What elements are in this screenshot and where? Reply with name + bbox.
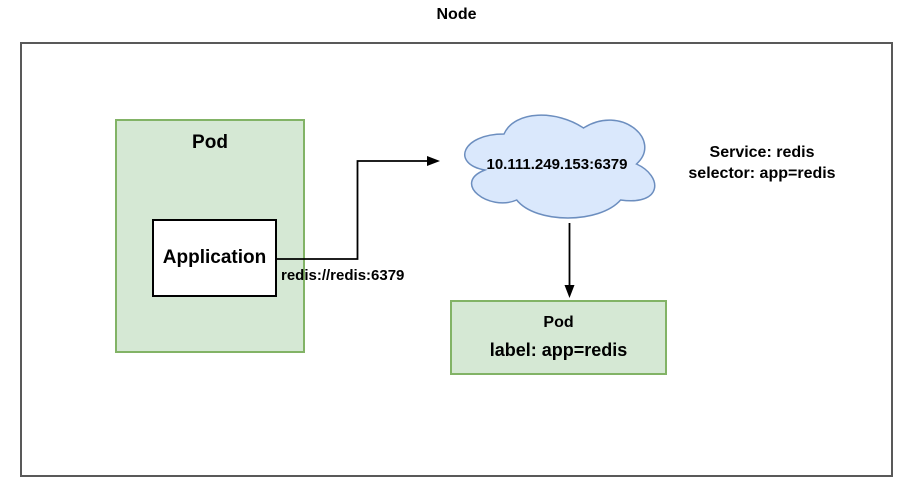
service-cloud-shape [464, 114, 656, 219]
application-label: Application [162, 247, 267, 268]
cloud-outline [464, 114, 656, 219]
application-box: Application [152, 219, 277, 297]
service-address-label: 10.111.249.153:6379 [486, 156, 628, 173]
redis-pod-box: Pod label: app=redis [450, 300, 667, 375]
service-annotation: Service: redis selector: app=redis [652, 142, 872, 184]
node-title: Node [436, 6, 477, 23]
application-pod-label: Pod [192, 132, 228, 153]
service-annotation-line2: selector: app=redis [688, 165, 836, 182]
redis-pod-sublabel: label: app=redis [489, 340, 628, 360]
redis-pod-label: Pod [543, 314, 574, 331]
service-annotation-line1: Service: redis [709, 144, 815, 161]
connection-url-label: redis://redis:6379 [281, 267, 405, 284]
